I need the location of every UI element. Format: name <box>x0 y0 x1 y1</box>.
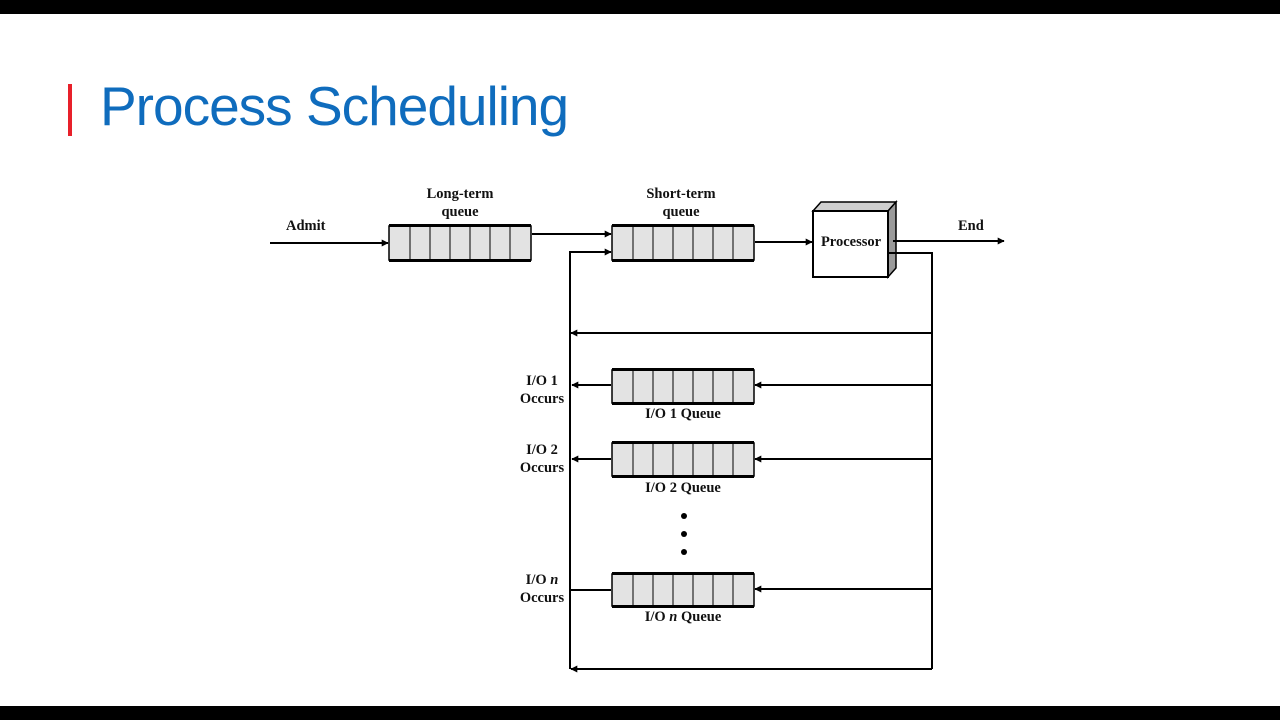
title-accent-bar <box>68 84 72 136</box>
vertical-ellipsis <box>681 513 687 555</box>
long-term-label-line1: Long-term <box>427 186 494 202</box>
processor-label: Processor <box>821 234 882 250</box>
ion-occurs-prefix: I/O <box>526 572 551 588</box>
long-term-queue <box>388 224 532 262</box>
short-term-label-line1: Short-term <box>646 186 715 202</box>
slide-title: Process Scheduling <box>100 75 569 137</box>
ion-queue-n: n <box>669 609 677 625</box>
ion-queue-prefix: I/O <box>645 609 670 625</box>
ion-occurs-line2: Occurs <box>520 590 565 606</box>
ion-occurs-line1: I/O n <box>526 572 559 588</box>
processor-box <box>811 200 898 279</box>
top-letterbox-bar <box>0 0 1280 14</box>
ion-occurs-n: n <box>550 572 558 588</box>
io2-occurs-line2: Occurs <box>520 460 565 476</box>
ion-queue <box>611 572 755 608</box>
io2-queue <box>611 441 755 478</box>
short-term-queue <box>611 224 755 262</box>
io1-occurs-line2: Occurs <box>520 391 565 407</box>
bottom-letterbox-bar <box>0 706 1280 720</box>
ready-return-line <box>569 248 612 669</box>
io1-queue-label: I/O 1 Queue <box>645 406 721 422</box>
io2-queue-label: I/O 2 Queue <box>645 480 721 496</box>
end-label: End <box>958 218 984 234</box>
io1-queue <box>611 368 755 405</box>
ion-queue-label: I/O n Queue <box>645 609 722 625</box>
admit-label: Admit <box>286 218 326 234</box>
ion-queue-suffix: Queue <box>677 609 721 625</box>
long-term-label-line2: queue <box>441 204 479 220</box>
processor-return-line <box>889 252 933 669</box>
io2-occurs-line1: I/O 2 <box>526 442 558 458</box>
short-term-label-line2: queue <box>662 204 700 220</box>
io1-occurs-line1: I/O 1 <box>526 373 558 389</box>
